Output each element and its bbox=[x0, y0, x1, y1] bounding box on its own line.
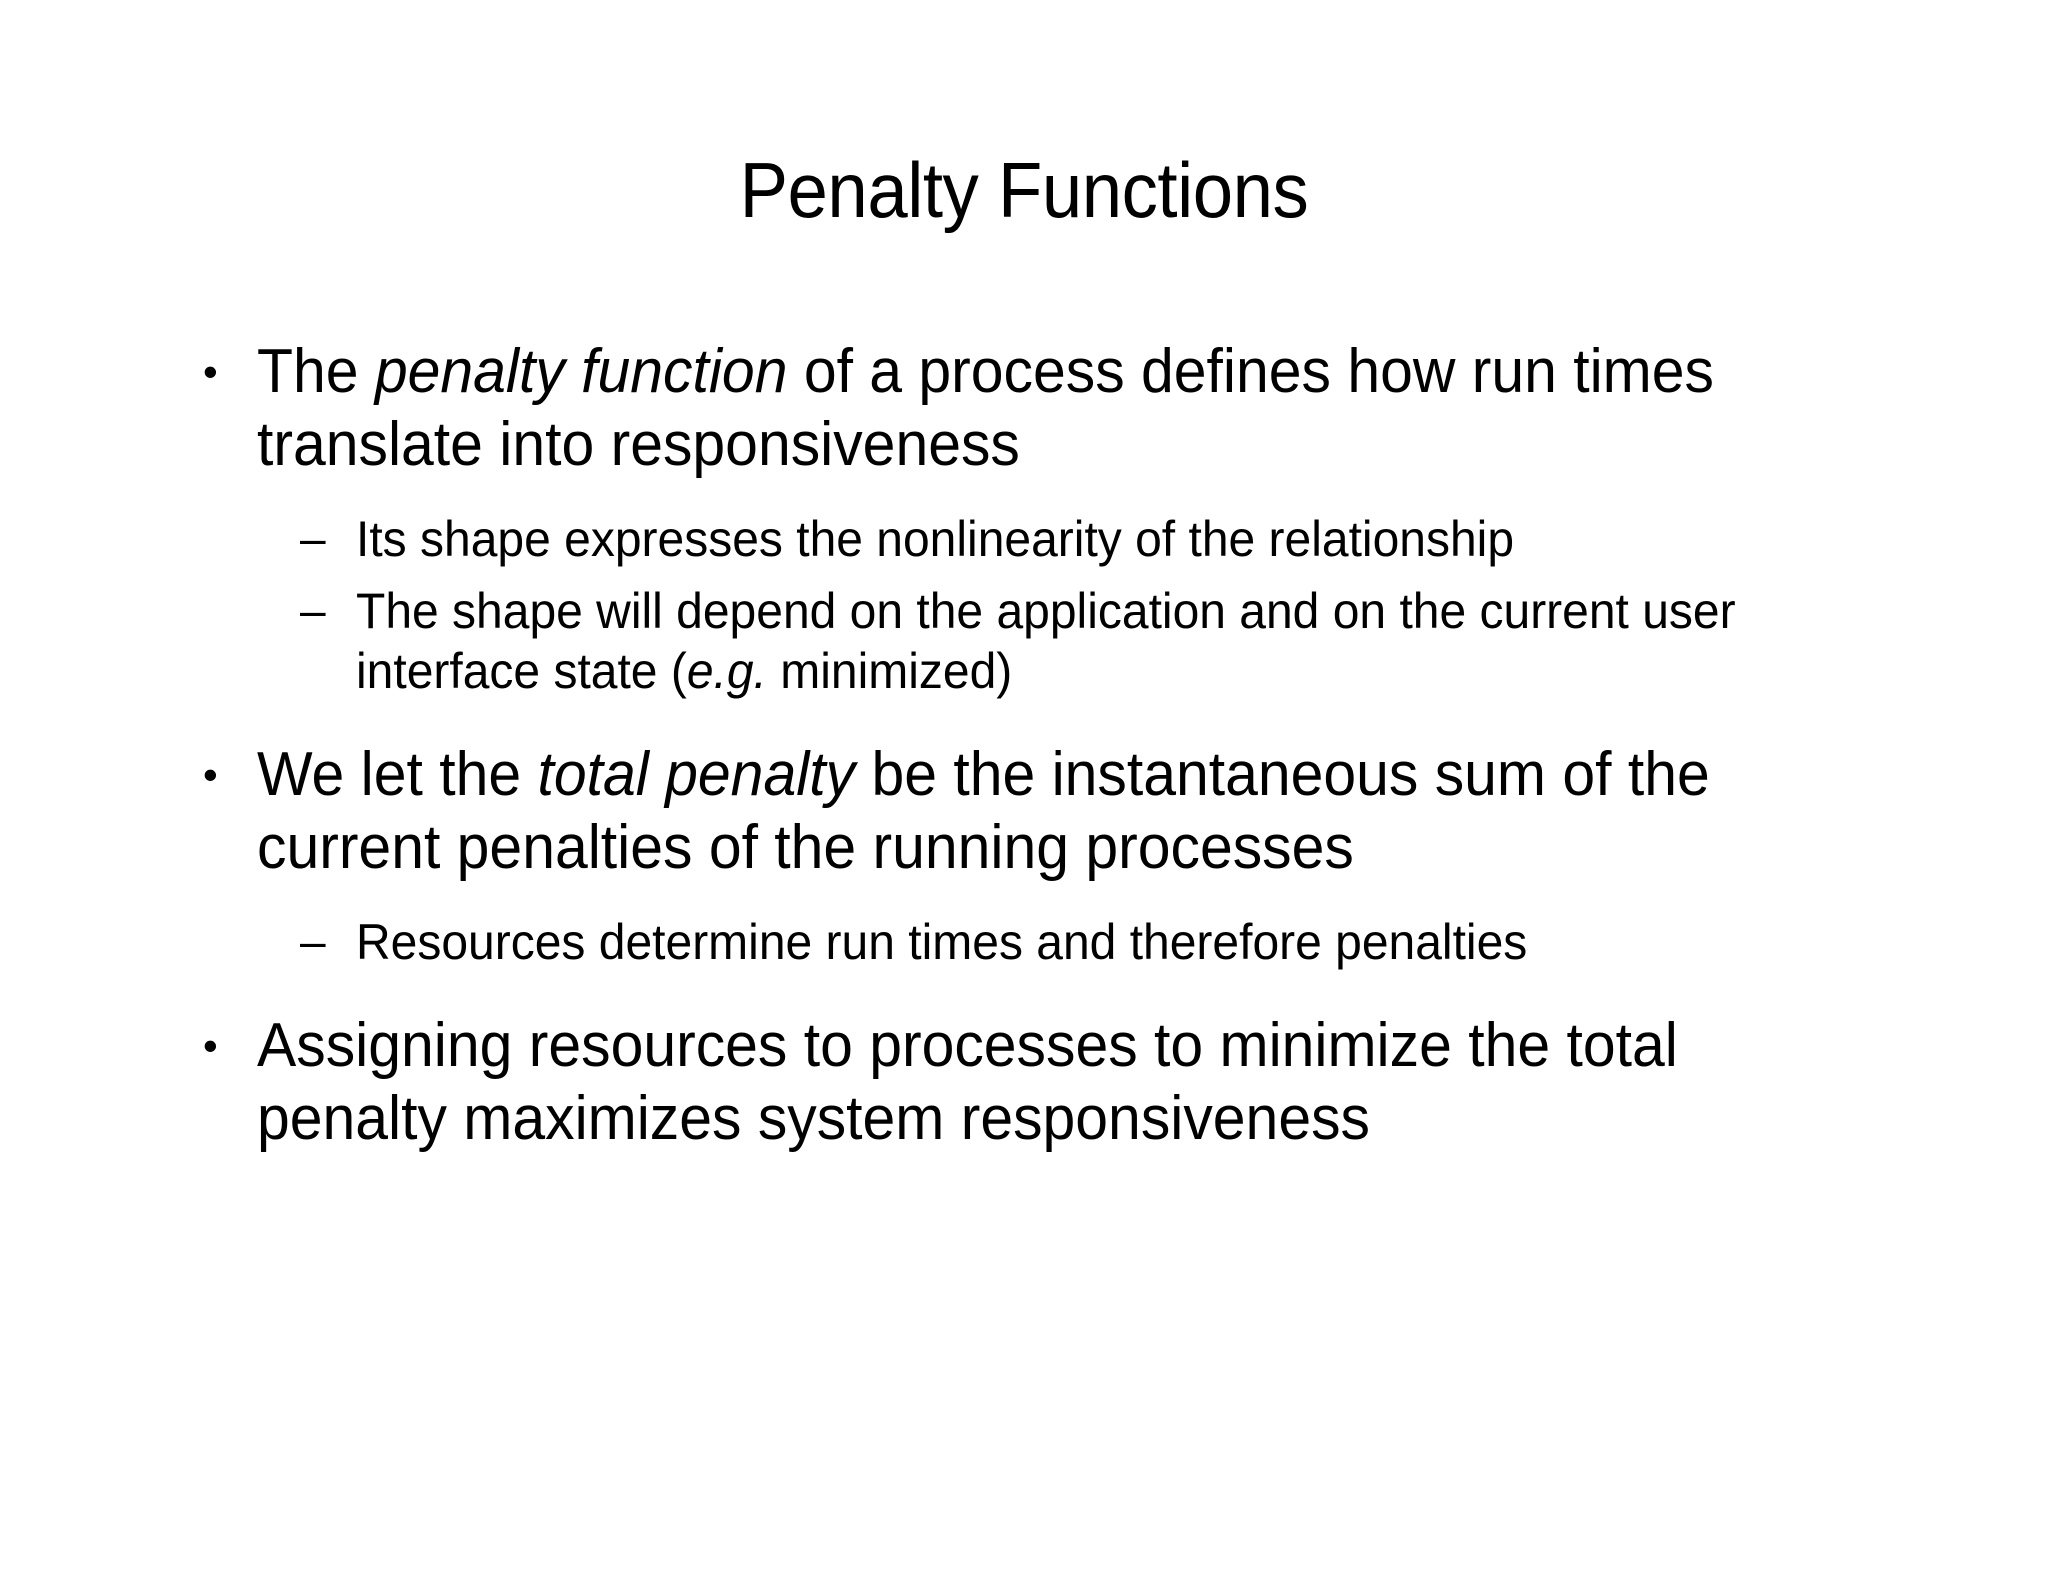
bullet-marker-dash-icon: – bbox=[300, 584, 326, 637]
slide-body-content: • The penalty function of a process defi… bbox=[195, 330, 1915, 1157]
slide-title: Penalty Functions bbox=[739, 146, 1309, 234]
bullet-text-segment: We let the bbox=[257, 740, 538, 810]
bullet-text: Resources determine run times and theref… bbox=[356, 914, 1528, 971]
bullet-level1-item: • Assigning resources to processes to mi… bbox=[195, 1010, 1915, 1155]
bullet-marker-dash-icon: – bbox=[300, 512, 326, 565]
bullet-text-segment: of a process defines how run times trans… bbox=[257, 337, 1714, 479]
bullet-level2-item: – Resources determine run times and ther… bbox=[195, 912, 1915, 972]
bullet-text-emphasis: penalty function bbox=[374, 337, 788, 406]
bullet-level1-item: • The penalty function of a process defi… bbox=[195, 336, 1915, 481]
bullet-text-segment: minimized) bbox=[766, 643, 1013, 700]
bullet-level1-item: • We let the total penalty be the instan… bbox=[195, 739, 1915, 884]
spacer bbox=[195, 886, 1915, 900]
bullet-text-emphasis: e.g. bbox=[686, 643, 767, 700]
bullet-text: Assigning resources to processes to mini… bbox=[257, 1011, 1678, 1153]
bullet-marker-dot-icon: • bbox=[203, 348, 218, 395]
bullet-text: The penalty function of a process define… bbox=[257, 336, 1832, 481]
bullet-level2-item: – Its shape expresses the nonlinearity o… bbox=[195, 509, 1915, 569]
bullet-marker-dot-icon: • bbox=[203, 751, 218, 799]
spacer bbox=[195, 707, 1915, 733]
bullet-text-segment: The shape will depend on the application… bbox=[356, 583, 1736, 700]
bullet-text-emphasis: total penalty bbox=[537, 740, 856, 810]
bullet-text: Its shape expresses the nonlinearity of … bbox=[356, 511, 1515, 568]
bullet-level2-item: – The shape will depend on the applicati… bbox=[195, 581, 1915, 701]
bullet-text-segment: be the instantaneous sum of the current … bbox=[257, 740, 1710, 882]
spacer bbox=[195, 978, 1915, 1004]
bullet-marker-dot-icon: • bbox=[203, 1022, 218, 1070]
bullet-text-segment: The bbox=[257, 337, 375, 406]
bullet-text: We let the total penalty be the instanta… bbox=[257, 739, 1832, 884]
bullet-marker-dash-icon: – bbox=[300, 915, 326, 968]
spacer bbox=[195, 483, 1915, 497]
bullet-text: The shape will depend on the application… bbox=[356, 581, 1853, 701]
